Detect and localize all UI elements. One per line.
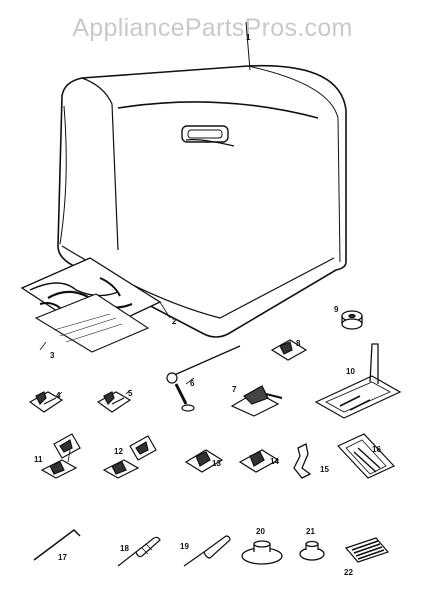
part-number: 11 (34, 455, 43, 464)
part-number: 20 (256, 527, 265, 536)
presser-foot-icon[interactable] (40, 433, 81, 479)
presser-foot-icon[interactable] (293, 443, 312, 479)
part-number: 19 (180, 542, 189, 551)
part-number: 12 (114, 447, 123, 456)
part-number: 10 (346, 367, 355, 376)
part-number: 9 (334, 305, 339, 314)
part-number: 4 (56, 391, 61, 400)
spool-holder-icon[interactable] (241, 540, 283, 565)
spool-pin-icon[interactable] (166, 345, 241, 412)
part-number: 8 (296, 339, 301, 348)
part-number: 1 (246, 33, 251, 42)
leaflet-icon[interactable] (34, 293, 150, 353)
presser-foot-icon[interactable] (230, 385, 283, 417)
presser-foot-icon[interactable] (28, 391, 64, 413)
part-number: 21 (306, 527, 315, 536)
buttonhole-foot-icon[interactable] (336, 433, 396, 479)
hex-key-icon[interactable] (33, 529, 81, 561)
needle-pack-icon[interactable] (344, 537, 390, 563)
part-number: 18 (120, 544, 129, 553)
part-number: 3 (50, 351, 55, 360)
part-number: 22 (344, 568, 353, 577)
part-number: 17 (58, 553, 67, 562)
presser-foot-icon[interactable] (96, 389, 132, 413)
part-number: 6 (190, 379, 195, 388)
watermark: AppliancePartsPros.com (72, 14, 353, 42)
presser-foot-icon[interactable] (270, 339, 308, 361)
buttonhole-foot-icon[interactable] (314, 343, 402, 419)
part-number: 7 (232, 385, 237, 394)
part-number: 14 (270, 457, 279, 466)
presser-foot-icon[interactable] (238, 449, 280, 473)
label-0: 1 (246, 33, 251, 42)
presser-foot-icon[interactable] (102, 435, 157, 479)
part-number: 16 (372, 445, 381, 454)
part-number: 13 (212, 459, 221, 468)
presser-foot-icon[interactable] (184, 449, 224, 473)
bobbin-icon[interactable] (341, 310, 363, 330)
part-number: 15 (320, 465, 329, 474)
part-number: 5 (128, 389, 133, 398)
spool-cap-icon[interactable] (299, 540, 325, 561)
seam-ripper-icon[interactable] (183, 535, 231, 567)
part-labels: 2 3 4 5 6 7 8 9 10 11 12 13 14 15 16 17 … (34, 305, 381, 577)
part-number: 2 (172, 317, 177, 326)
screwdriver-icon[interactable] (117, 536, 161, 567)
